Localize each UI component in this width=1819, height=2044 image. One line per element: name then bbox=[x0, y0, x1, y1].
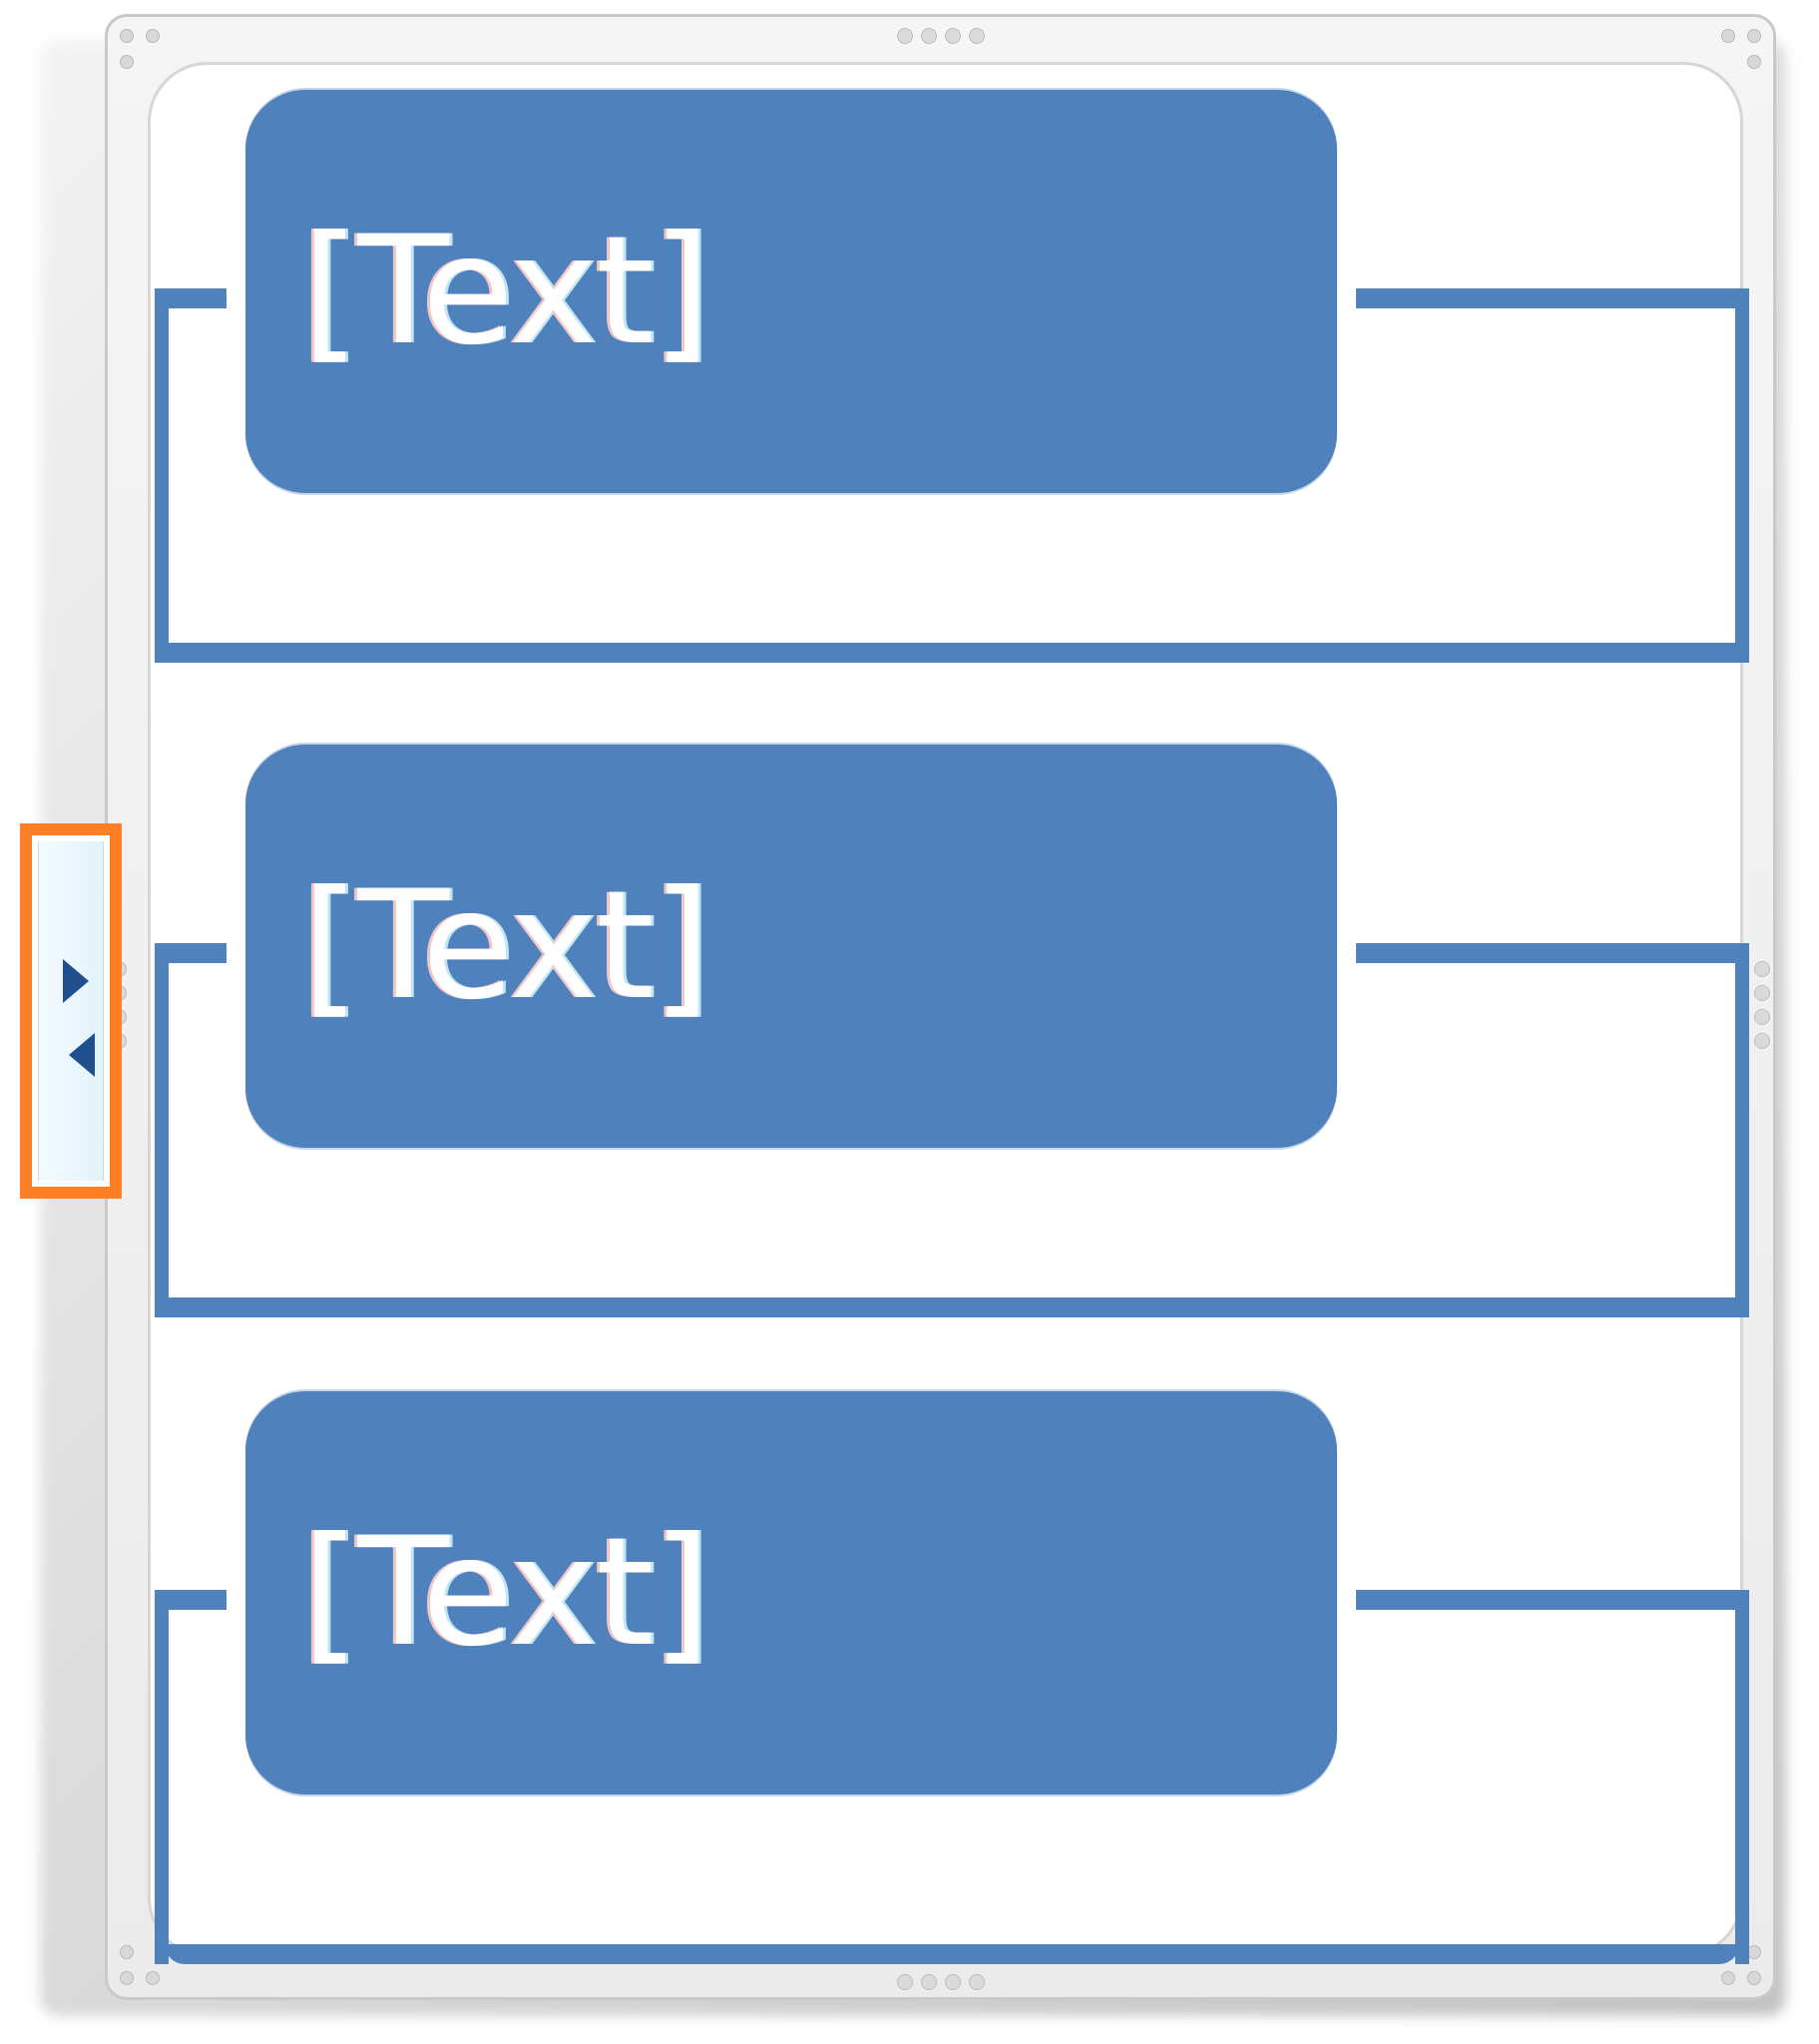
diagram-row-3: [Text] bbox=[155, 1315, 1749, 1964]
connector-left-tick bbox=[155, 943, 227, 963]
connector-right-bar bbox=[1735, 288, 1749, 663]
text-pane-toggle-surface bbox=[38, 841, 104, 1181]
triangle-left-icon bbox=[69, 1033, 95, 1077]
top-left-corner-handle[interactable] bbox=[120, 29, 134, 43]
top-right-corner-handle-dot bbox=[1721, 29, 1735, 43]
diagram-row-1: [Text] bbox=[155, 14, 1749, 663]
top-left-corner-handle-dot bbox=[120, 55, 134, 69]
bottom-left-corner-handle-dot bbox=[120, 1945, 134, 1959]
connector-right bbox=[1356, 1590, 1749, 1610]
text-pane-toggle-button[interactable] bbox=[20, 823, 122, 1199]
diagram-row-2: [Text] bbox=[155, 669, 1749, 1317]
connector-left bbox=[155, 288, 169, 663]
bottom-right-corner-handle[interactable] bbox=[1747, 1971, 1761, 1985]
connector-left-tick bbox=[155, 288, 227, 308]
text-placeholder[interactable]: [Text] bbox=[301, 859, 710, 1033]
bottom-left-corner-handle[interactable] bbox=[120, 1971, 134, 1985]
bottom-right-corner-handle-dot bbox=[1721, 1971, 1735, 1985]
triangle-right-icon bbox=[63, 959, 89, 1003]
text-shape-3[interactable]: [Text] bbox=[245, 1391, 1337, 1794]
text-placeholder[interactable]: [Text] bbox=[301, 205, 710, 378]
right-resize-handle[interactable] bbox=[1753, 955, 1771, 1055]
connector-right-bar bbox=[1735, 943, 1749, 1317]
text-shape-2[interactable]: [Text] bbox=[245, 745, 1337, 1148]
connector-right-bar bbox=[1735, 1590, 1749, 1964]
top-right-corner-handle[interactable] bbox=[1747, 29, 1761, 43]
connector-right bbox=[1356, 943, 1749, 963]
top-resize-handle[interactable] bbox=[891, 27, 991, 45]
bottom-right-corner-handle-dot bbox=[1747, 1945, 1761, 1959]
connector-left-tick bbox=[155, 1590, 227, 1610]
row-divider bbox=[155, 643, 1749, 663]
top-left-corner-handle-dot bbox=[146, 29, 160, 43]
connector-left bbox=[155, 1590, 169, 1964]
text-placeholder[interactable]: [Text] bbox=[301, 1506, 710, 1680]
connector-right bbox=[1356, 288, 1749, 308]
bottom-left-corner-handle-dot bbox=[146, 1971, 160, 1985]
connector-left bbox=[155, 943, 169, 1317]
row-divider bbox=[155, 1297, 1749, 1317]
row-divider bbox=[165, 1944, 1739, 1964]
text-shape-1[interactable]: [Text] bbox=[245, 90, 1337, 493]
top-right-corner-handle-dot bbox=[1747, 55, 1761, 69]
bottom-resize-handle[interactable] bbox=[891, 1973, 991, 1991]
